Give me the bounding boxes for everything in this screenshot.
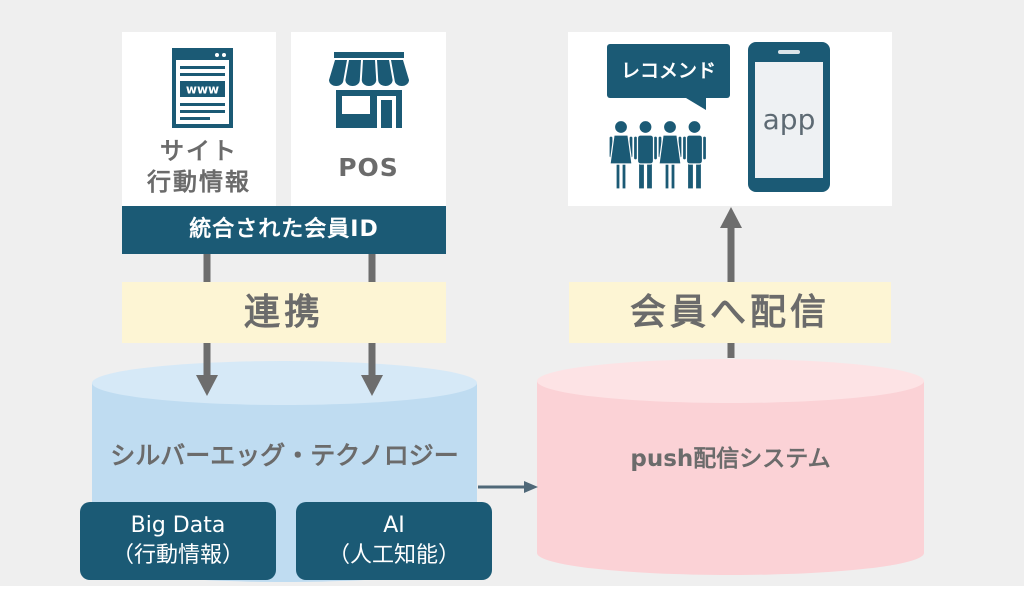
arrow-engine-to-push xyxy=(478,481,538,493)
person-figure xyxy=(632,120,659,190)
speech-bubble-tail xyxy=(686,98,706,110)
www-browser-icon: www xyxy=(172,48,233,128)
engine-name-label: シルバーエッグ・テクノロジー xyxy=(110,441,459,470)
module-title: Big Data xyxy=(130,513,226,538)
www-icon-text: www xyxy=(186,83,219,97)
phone-screen: app xyxy=(755,62,823,178)
web-source-label-line: サイト xyxy=(160,137,238,165)
module-subtitle: （人工知能） xyxy=(327,543,460,568)
pos-source-card: POS xyxy=(291,32,446,206)
ai-module: AI （人工知能） xyxy=(296,502,492,580)
group-of-people-icon xyxy=(609,120,707,190)
link-label-band: 連携 xyxy=(122,282,446,343)
module-title: AI xyxy=(383,513,405,538)
person-figure xyxy=(657,120,683,190)
person-figure xyxy=(609,120,634,190)
storefront-icon xyxy=(329,52,409,128)
phone-app-label: app xyxy=(762,103,816,136)
phone-speaker xyxy=(778,50,800,54)
pos-source-label: POS xyxy=(338,153,399,182)
web-source-label-line: 行動情報 xyxy=(147,168,251,196)
integrated-member-id-bar: 統合された会員ID xyxy=(122,206,446,254)
module-subtitle: （行動情報） xyxy=(111,543,244,568)
delivery-label-band: 会員へ配信 xyxy=(569,282,891,343)
person-figure xyxy=(681,120,707,190)
smartphone-icon: app xyxy=(748,42,830,192)
bottom-strip xyxy=(0,586,1024,600)
web-behavior-source-card: www サイト 行動情報 xyxy=(122,32,276,206)
push-system-cylinder xyxy=(537,359,924,575)
web-source-label: サイト 行動情報 xyxy=(122,136,276,198)
push-system-label: push配信システム xyxy=(630,446,831,472)
big-data-module: Big Data （行動情報） xyxy=(80,502,276,580)
member-output-card: レコメンド xyxy=(568,32,892,206)
recommend-speech-bubble: レコメンド xyxy=(607,44,730,98)
